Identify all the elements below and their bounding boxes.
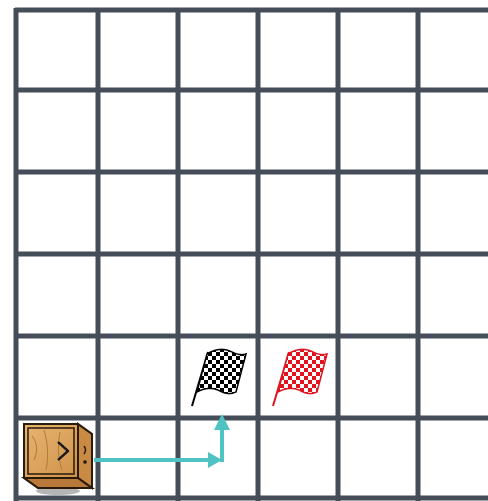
grid [15, 8, 488, 501]
wooden-crate-robot-icon [24, 424, 92, 495]
path-arrow-icon [94, 414, 230, 468]
black-checkered-flag-icon [192, 349, 246, 406]
red-checkered-flag-icon [273, 349, 327, 406]
